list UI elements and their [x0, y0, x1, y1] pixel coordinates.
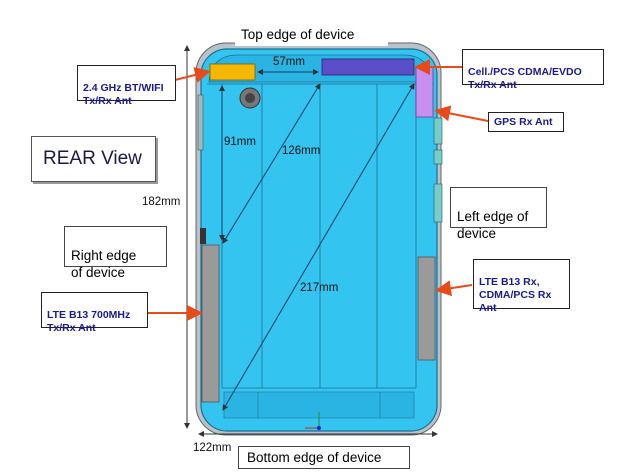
device-body [200, 48, 438, 432]
gps-antenna-block [415, 66, 434, 118]
dim-91-label: 91mm [224, 136, 256, 148]
left-edge-label: Left edge of device [450, 187, 547, 241]
lte-left-antenna-block [417, 256, 436, 361]
bt-wifi-antenna-block [209, 63, 256, 81]
gps-antenna-label: GPS Rx Ant [488, 112, 564, 132]
right-edge-label: Right edge of device [64, 226, 167, 280]
top-edge-label: Top edge of device [235, 24, 388, 46]
dim-126-label: 126mm [282, 145, 321, 157]
dim-57-label: 57mm [273, 56, 305, 68]
side-button [197, 94, 204, 151]
arrow-lte-rx [435, 280, 473, 297]
side-button [433, 117, 443, 145]
arrow-gps [434, 105, 489, 122]
cdma-antenna-label: Cell./PCS CDMA/EVDO Tx/Rx Ant [462, 49, 604, 91]
side-button [433, 149, 443, 165]
arrow-bt-wifi [174, 67, 211, 83]
lte-rx-antenna-label: LTE B13 Rx, CDMA/PCS Rx Ant [473, 259, 570, 314]
side-button [200, 228, 206, 244]
dim-217-label: 217mm [300, 282, 339, 294]
bt-wifi-antenna-label: 2.4 GHz BT/WIFI Tx/Rx Ant [77, 65, 176, 107]
diagonal-217 [222, 83, 415, 411]
dim-122-label: 122mm [193, 442, 232, 454]
lte-700-antenna-label: LTE B13 700MHz Tx/Rx Ant [41, 292, 148, 334]
lte-right-antenna-block [201, 244, 220, 403]
side-button [433, 183, 443, 223]
bottom-edge-label: Bottom edge of device [238, 446, 410, 469]
rear-view-title: REAR View [31, 136, 156, 182]
dim-182-label: 182mm [142, 196, 181, 208]
cdma-antenna-block [321, 58, 415, 76]
